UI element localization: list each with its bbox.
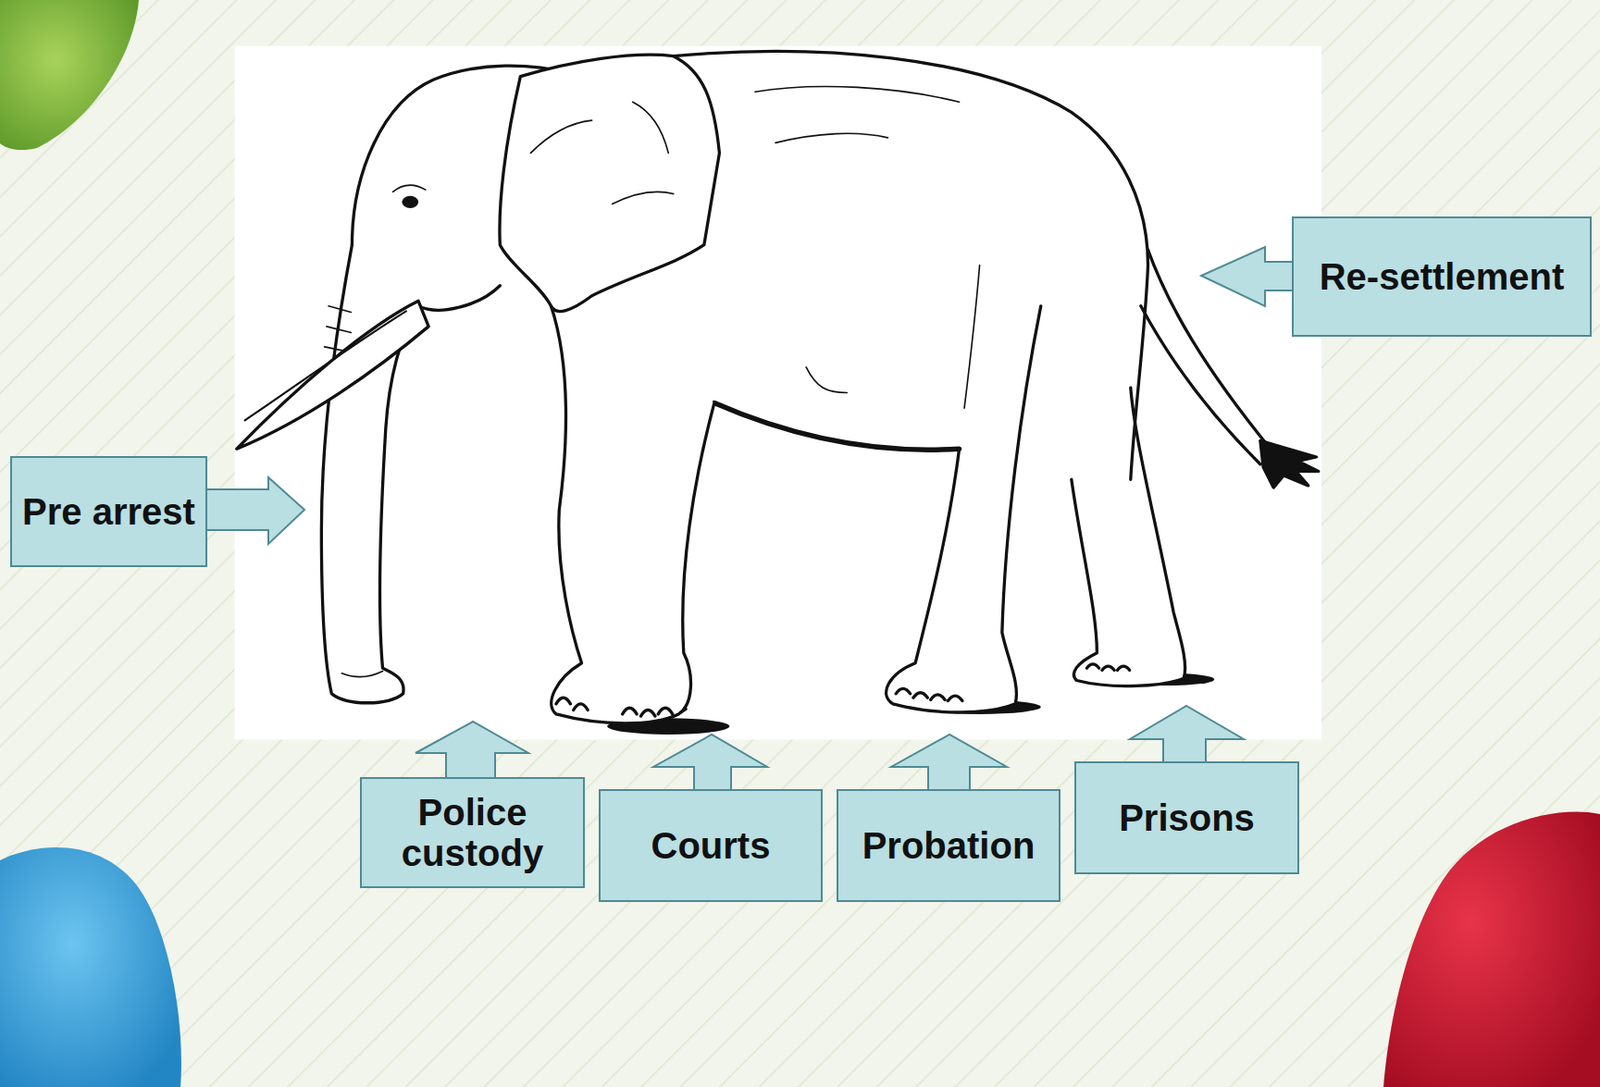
- callout-box: Re-settlement: [1291, 216, 1592, 337]
- callout-label: Re-settlement: [1319, 256, 1565, 298]
- toenails: [1086, 664, 1129, 671]
- callout-box: Courts: [598, 789, 823, 903]
- eyebrow: [393, 185, 426, 192]
- callout-box: Prisons: [1074, 761, 1300, 875]
- callout-box: Probation: [836, 789, 1061, 903]
- ear: [499, 54, 720, 311]
- ear-wrinkles: [530, 101, 673, 204]
- hind-leg-near: [886, 306, 1042, 713]
- body-wrinkles: [755, 86, 980, 410]
- tusk: [236, 300, 429, 449]
- callout-box: Police custody: [359, 777, 585, 889]
- white-panel: [235, 46, 1322, 741]
- toenails: [895, 688, 963, 701]
- callout-label: Courts: [651, 825, 771, 867]
- tail-tuft: [1260, 440, 1319, 488]
- belly-line: [714, 403, 960, 451]
- callout-label: Police custody: [369, 792, 576, 874]
- callout-label: Probation: [862, 825, 1036, 867]
- back-line: [673, 51, 1149, 481]
- callout-label: Prisons: [1118, 797, 1255, 839]
- callout-box: Pre arrest: [10, 456, 208, 568]
- callout-label: Pre arrest: [22, 491, 196, 533]
- blue-toy-blob: [0, 847, 182, 1087]
- elephant-body-fill: [331, 51, 1184, 715]
- hind-leg-far: [1071, 387, 1186, 687]
- eye: [401, 196, 419, 209]
- tail: [1141, 306, 1261, 465]
- green-toy-blob: [0, 0, 139, 150]
- tusk: [245, 310, 407, 421]
- front-leg-near: [550, 306, 714, 724]
- toenails: [556, 697, 673, 717]
- red-toy-blob: [1383, 812, 1600, 1087]
- jaw: [418, 285, 500, 311]
